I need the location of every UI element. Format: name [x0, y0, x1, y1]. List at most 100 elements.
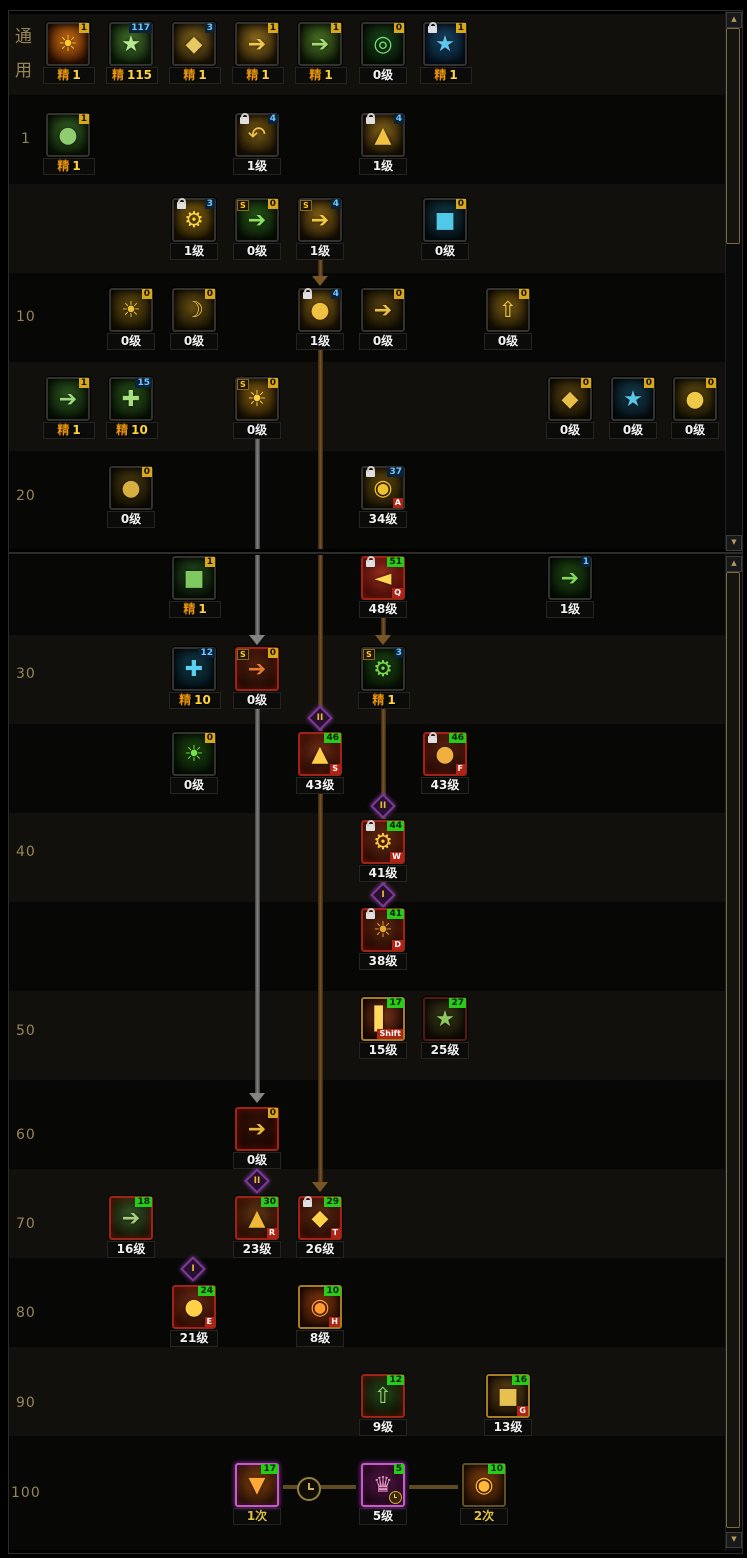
skill-icon-blue-rig[interactable]: ■0 — [423, 198, 467, 242]
scrollbar-thumb[interactable] — [726, 572, 740, 1528]
skill-icon-blue-wings[interactable]: ★1 — [423, 22, 467, 66]
skill-icon-green-totem[interactable]: ⇧12 — [361, 1374, 405, 1418]
skill-icon-gear-trap[interactable]: ⚙3 — [172, 198, 216, 242]
skill-icon-pillar-strike[interactable]: ▼17 — [235, 1463, 279, 1507]
skill-icon-crossbow[interactable]: ➔0 — [235, 1107, 279, 1151]
skill-icon-crouch-roll[interactable]: ◆3 — [172, 22, 216, 66]
skill-icon-empress-awakening[interactable]: ♛5 — [361, 1463, 405, 1507]
skill-icon-quick-stand[interactable]: ➔1 — [235, 22, 279, 66]
skill-icon-supply-crate[interactable]: ■1 — [172, 556, 216, 600]
skill-icon-zombie-hand[interactable]: ★117 — [109, 22, 153, 66]
scroll-up-button[interactable]: ▲ — [726, 556, 742, 572]
skill-icon-winged-sword[interactable]: ★0 — [611, 377, 655, 421]
skill-icon-muscle-flex[interactable]: ▲4 — [361, 113, 405, 157]
skill-icon-green-rifle[interactable]: ➔18 — [109, 1196, 153, 1240]
skill-icon-back-step[interactable]: ➔1 — [298, 22, 342, 66]
skill-icon-ground-burst[interactable]: ☀0 — [109, 288, 153, 332]
skill-icon-grenade[interactable]: ●0 — [673, 377, 717, 421]
skill-icon-grenade-hand[interactable]: ●1 — [46, 113, 90, 157]
skill-icon-bomb-toss[interactable]: ●4 — [298, 288, 342, 332]
skill-icon-crosshair-focus[interactable]: ◎0 — [361, 22, 405, 66]
skill-icon-blue-gun-plus[interactable]: ✚12 — [172, 647, 216, 691]
skill-icon-seraph-halo[interactable]: ★27 — [423, 997, 467, 1041]
skill-icon-turn-arrow[interactable]: ↶4 — [235, 113, 279, 157]
skill-icon-claw-slash[interactable]: ➔1 — [548, 556, 592, 600]
scroll-up-button[interactable]: ▲ — [726, 12, 742, 28]
skill-icon-pierce-arrow[interactable]: ➔0 — [361, 288, 405, 332]
scroll-down-button[interactable]: ▼ — [726, 535, 742, 551]
skill-icon-shotgun[interactable]: ➔1 — [46, 377, 90, 421]
skill-icon-twin-crescent[interactable]: ☽0 — [172, 288, 216, 332]
skill-icon-atom-finale[interactable]: ◉10 — [462, 1463, 506, 1507]
skill-icon-fire-burst[interactable]: ☀1 — [46, 22, 90, 66]
scroll-down-button[interactable]: ▼ — [726, 1532, 742, 1548]
skill-icon-rising-step[interactable]: ⇧0 — [486, 288, 530, 332]
skill-icon-leg-whip[interactable]: ◆0 — [548, 377, 592, 421]
skill-icon-gauntlet-grab[interactable]: ●0 — [109, 466, 153, 510]
skill-icon-burst-wheel[interactable]: ☀0 — [172, 732, 216, 776]
